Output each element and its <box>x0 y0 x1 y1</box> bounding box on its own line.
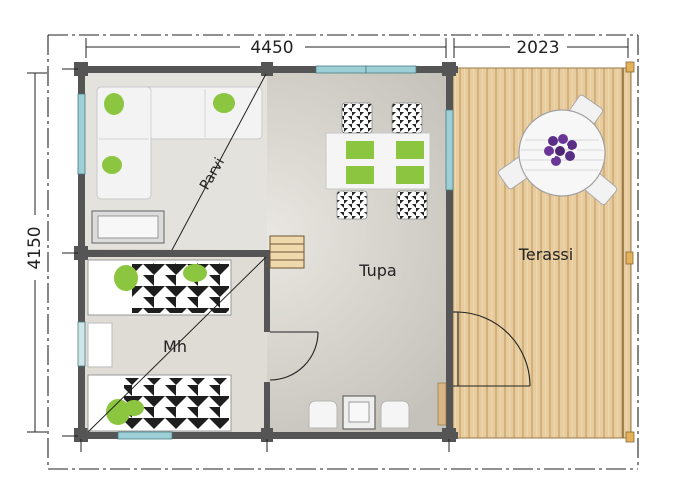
dimension-lines <box>27 38 629 433</box>
flowers <box>544 134 577 166</box>
window-bottom <box>117 431 173 440</box>
dining-chairs <box>336 102 428 220</box>
stairs <box>269 235 305 269</box>
cushion <box>104 93 124 115</box>
terrace-door <box>453 311 531 387</box>
stove <box>342 395 376 430</box>
windows <box>77 65 454 440</box>
terrace-label: Terassi <box>518 245 573 264</box>
window-right <box>445 109 454 191</box>
bed-top <box>87 259 232 316</box>
dimension-label-terrace-width: 2023 <box>516 38 559 58</box>
window-top <box>315 65 367 74</box>
terrace-post-bottom <box>625 431 635 443</box>
living-room-label: Tupa <box>358 261 396 280</box>
armchairs <box>308 400 410 429</box>
bedroom-label: Mh <box>163 337 187 356</box>
dining-table <box>325 132 431 190</box>
bedroom-diagonal <box>87 256 267 433</box>
terrace-post-top <box>625 61 635 73</box>
dimension-label-main-width: 4450 <box>250 38 293 58</box>
sofa <box>96 86 263 200</box>
loft-bench <box>91 210 165 244</box>
wall-ticks <box>62 68 450 452</box>
walls <box>74 62 458 442</box>
bedroom-door <box>269 331 319 381</box>
door-threshold <box>437 382 447 426</box>
nightstand <box>87 322 113 368</box>
dimension-label-height: 4150 <box>25 226 45 269</box>
dimension-frame <box>47 34 639 470</box>
loft-diagonal <box>171 73 267 251</box>
window-left <box>77 93 86 175</box>
bed-bottom <box>87 374 232 432</box>
window-left-bedroom <box>77 321 86 367</box>
terrace-post-middle <box>625 251 634 265</box>
